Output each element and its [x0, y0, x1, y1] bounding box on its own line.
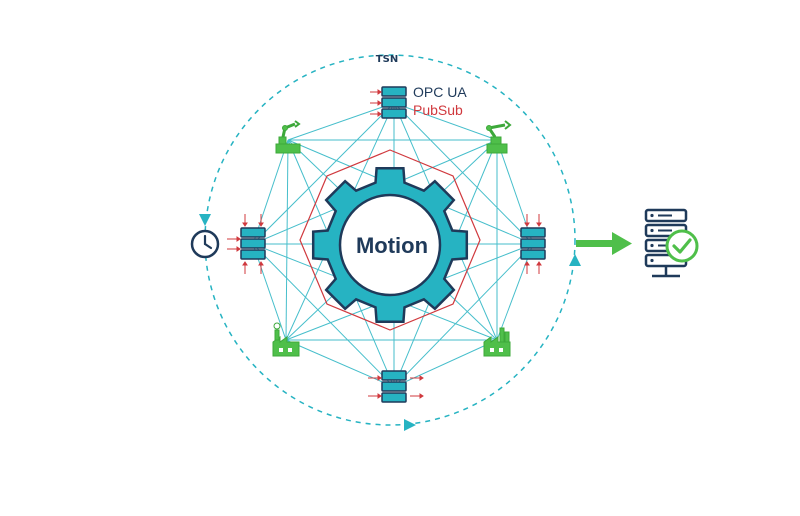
factory-icon — [483, 327, 511, 357]
gear-hub — [338, 193, 442, 297]
mesh-line — [393, 102, 498, 141]
mesh-line — [285, 139, 289, 341]
server-icon — [381, 370, 407, 403]
node-top-left-robot — [275, 120, 301, 154]
mesh-line — [252, 139, 289, 245]
mesh-line — [252, 243, 287, 341]
arrow-right-icon — [576, 232, 632, 255]
ring-arrow-right — [569, 254, 581, 266]
node-bottom-right-factory — [483, 327, 511, 357]
robot-arm-icon — [486, 120, 512, 154]
ring-arrow-left — [199, 214, 211, 226]
mesh-line — [285, 339, 395, 388]
red-arrows — [227, 214, 264, 274]
server-icon — [520, 227, 546, 260]
mesh-line — [287, 102, 395, 141]
server-icon — [240, 227, 266, 260]
red-octagon — [299, 149, 481, 331]
motion-label: Motion — [356, 233, 428, 258]
mesh-line — [252, 243, 395, 388]
red-arrows — [524, 214, 542, 274]
opc-ua-label: OPC UA — [413, 84, 467, 100]
red-arrows — [370, 89, 382, 117]
server-icon — [381, 86, 407, 119]
motion-gear: Motion — [311, 166, 469, 324]
ring-arrow-bottom — [404, 419, 416, 431]
clock-icon — [190, 229, 220, 259]
node-top-right-robot — [486, 120, 512, 154]
node-bottom-server — [368, 370, 424, 403]
robot-arm-icon — [275, 120, 301, 154]
node-left-server — [227, 214, 266, 274]
factory-icon — [272, 322, 300, 357]
mesh-line — [393, 339, 498, 388]
mesh-line — [393, 243, 534, 388]
red-arrows — [368, 375, 424, 399]
mesh-line — [496, 243, 534, 341]
mesh-line — [393, 102, 534, 245]
node-top-server — [370, 86, 407, 119]
tsn-label: TSN — [376, 54, 398, 65]
node-bottom-left-factory — [272, 322, 300, 357]
pubsub-label: PubSub — [413, 102, 463, 118]
server-check-icon — [644, 208, 699, 278]
node-right-server — [520, 214, 546, 274]
